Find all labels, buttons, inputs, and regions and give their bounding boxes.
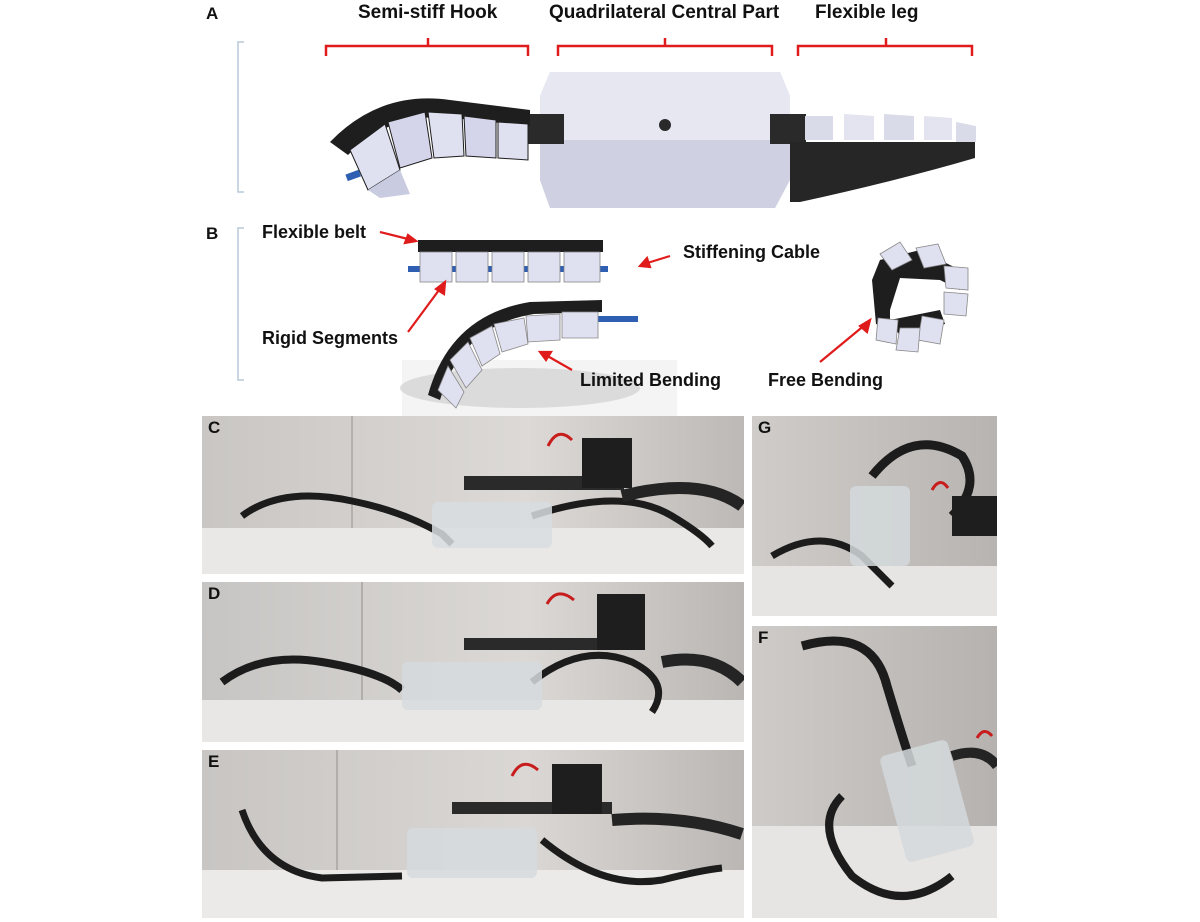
panel-f-letter: F [758, 628, 769, 647]
panel-a-letter: A [206, 4, 219, 23]
photo-panel-c: C [202, 416, 744, 574]
panel-b-letter: B [206, 224, 219, 243]
heading-semi-stiff-hook: Semi-stiff Hook [358, 2, 498, 23]
label-free-bending: Free Bending [768, 370, 884, 390]
panel-b-diagram [237, 227, 969, 420]
straight-segment-chain [408, 240, 608, 283]
photo-panel-e: E [202, 750, 744, 918]
panel-g-letter: G [758, 418, 772, 437]
label-flexible-belt: Flexible belt [262, 222, 367, 242]
flexible-leg [790, 114, 976, 202]
panel-e-letter: E [208, 752, 220, 771]
photo-panel-g: G [752, 416, 997, 616]
panel-b-side-bracket [237, 227, 244, 381]
panel-c-letter: C [208, 418, 221, 437]
panel-a-side-bracket [237, 41, 244, 193]
label-limited-bending: Limited Bending [580, 370, 721, 390]
panel-d-letter: D [208, 584, 221, 603]
semi-stiff-hook [330, 98, 530, 198]
brace-leg [796, 38, 974, 56]
heading-flexible-leg: Flexible leg [815, 2, 919, 23]
photo-panel-f: F [752, 626, 997, 918]
arrow-rigid-segments [407, 285, 443, 333]
brace-hook [324, 38, 530, 56]
heading-quadrilateral-central-part: Quadrilateral Central Part [549, 2, 780, 23]
panel-a-diagram [237, 38, 976, 208]
limited-bending-chain [400, 300, 677, 420]
arrow-free-bending [819, 323, 867, 363]
free-bending-chain [872, 241, 969, 353]
label-rigid-segments: Rigid Segments [262, 328, 399, 348]
central-part [528, 72, 806, 208]
label-stiffening-cable: Stiffening Cable [683, 242, 821, 262]
photo-panel-d: D [202, 582, 744, 742]
brace-central [556, 38, 774, 56]
